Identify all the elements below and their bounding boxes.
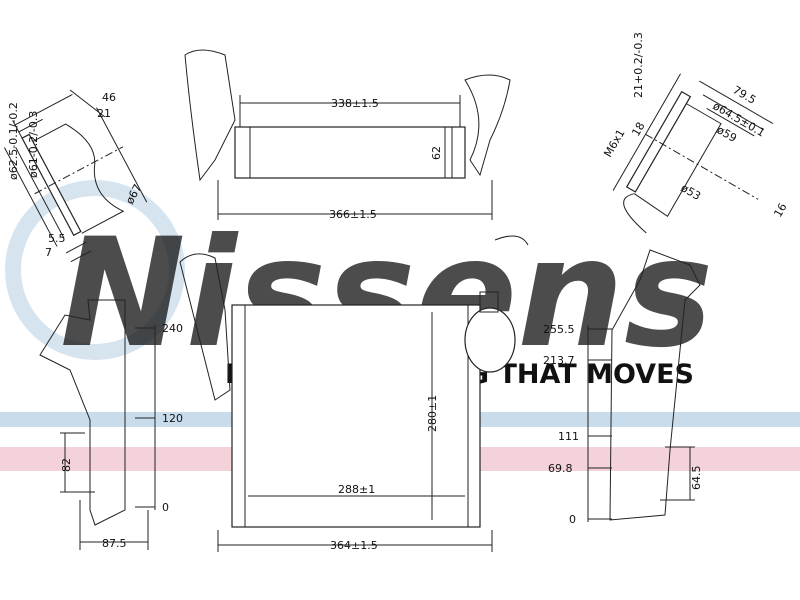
dim-21-tol: 21+0.2/-0.3 xyxy=(632,32,645,98)
level-0: 0 xyxy=(162,501,169,514)
dim-338: 338±1.5 xyxy=(331,97,379,110)
dim-79-5: 79.5 xyxy=(731,83,759,107)
level-69-8: 69.8 xyxy=(548,462,573,475)
dim-18: 18 xyxy=(629,120,647,139)
left-side-view xyxy=(39,299,156,550)
dim-62: 62 xyxy=(430,146,443,160)
dim-d53: ø53 xyxy=(679,181,703,203)
level-120: 120 xyxy=(162,412,183,425)
dim-288: 288±1 xyxy=(338,483,375,496)
dim-21: 21 xyxy=(97,107,111,120)
dim-d62-5: ø62.5-0.1/-0.2 xyxy=(7,102,20,180)
dim-364: 364±1.5 xyxy=(330,539,378,552)
dim-7: 7 xyxy=(45,246,52,259)
dim-m6x1: M6x1 xyxy=(601,127,627,159)
level-111: 111 xyxy=(558,430,579,443)
level-255-5: 255.5 xyxy=(543,323,575,336)
dim-46: 46 xyxy=(102,91,116,104)
dim-82: 82 xyxy=(60,458,73,472)
top-view xyxy=(184,49,511,220)
front-view xyxy=(179,235,529,552)
dim-366: 366±1.5 xyxy=(329,208,377,221)
level-240: 240 xyxy=(162,322,183,335)
dim-d61: ø61-0.2/-0.3 xyxy=(27,111,40,178)
dim-280: 280±1 xyxy=(426,395,439,432)
inlet-pipe-detail xyxy=(3,89,148,263)
dim-87-5: 87.5 xyxy=(102,537,127,550)
watermark-logo-ring xyxy=(5,180,185,360)
outlet-pipe-detail xyxy=(612,73,774,234)
dim-64-5: 64.5 xyxy=(690,466,703,491)
dim-16: 16 xyxy=(771,201,789,220)
right-side-view xyxy=(587,249,701,522)
level-0-right: 0 xyxy=(569,513,576,526)
level-213-7: 213.7 xyxy=(543,354,575,367)
dim-5-5: 5.5 xyxy=(48,232,66,245)
dim-d59: ø59 xyxy=(715,123,739,145)
